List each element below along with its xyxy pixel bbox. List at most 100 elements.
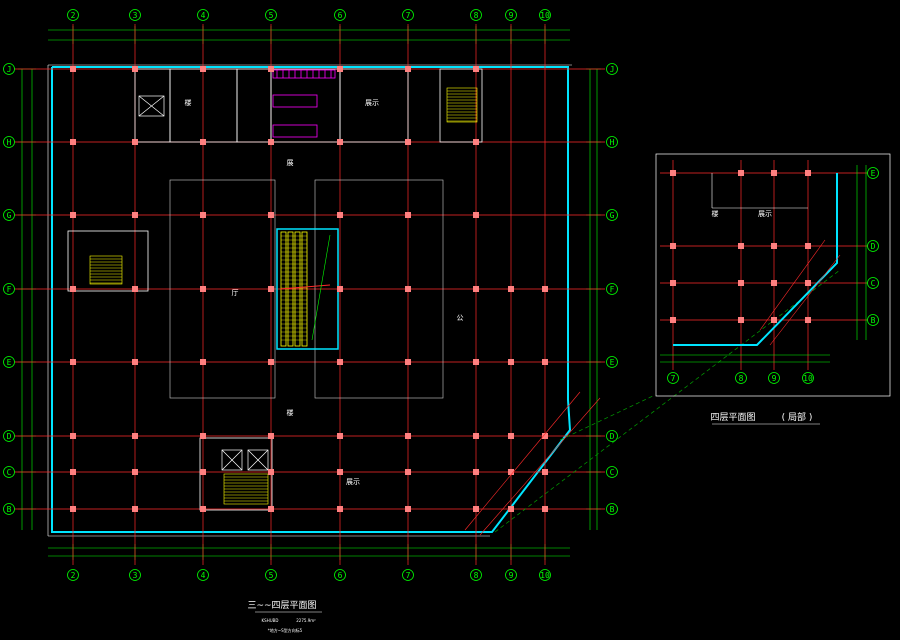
column <box>405 433 411 439</box>
detail-axis-bubble-9-label: 9 <box>772 374 777 383</box>
detail-axis-bubble-8 <box>735 372 747 384</box>
void-right <box>314 179 444 399</box>
column <box>542 433 548 439</box>
column <box>200 433 206 439</box>
column <box>132 286 138 292</box>
detail-dims <box>660 165 867 363</box>
axis-bubble-bottom-2-label: 2 <box>71 571 76 580</box>
column <box>508 433 514 439</box>
column <box>200 212 206 218</box>
detail-column <box>771 243 777 249</box>
detail-columns <box>670 170 811 323</box>
axis-bubble-bottom-3-label: 3 <box>133 571 138 580</box>
facade-outline <box>51 66 572 533</box>
axis-bubble-bottom-2 <box>67 569 79 581</box>
axis-bubble-right-E <box>606 356 618 368</box>
column <box>268 212 274 218</box>
building-perimeter <box>51 66 572 533</box>
axis-bubble-top-10 <box>539 9 551 21</box>
escalator-arrow <box>311 234 331 341</box>
axis-bubble-top-4-label: 4 <box>201 11 206 20</box>
axis-bubble-left-C <box>3 466 15 478</box>
axis-bubble-top-8-label: 8 <box>474 11 479 20</box>
column <box>508 359 514 365</box>
main-plan-note: *地方~S型方向标5 <box>268 627 303 633</box>
axis-bubble-right-F-label: F <box>610 285 615 294</box>
column <box>542 359 548 365</box>
axis-bubble-bottom-4-label: 4 <box>201 571 206 580</box>
stair-northeast <box>446 87 478 123</box>
column <box>132 66 138 72</box>
room <box>270 68 341 143</box>
axis-bubble-left-G-label: G <box>7 211 12 220</box>
column <box>132 359 138 365</box>
axis-bubble-top-10-label: 10 <box>540 11 550 20</box>
atrium-voids <box>169 179 444 399</box>
column <box>70 286 76 292</box>
column <box>268 433 274 439</box>
room-label: 公 <box>457 314 464 322</box>
toilet-block <box>272 94 318 108</box>
room <box>169 68 238 143</box>
column <box>200 469 206 475</box>
main-plan-subtitle-1: KSHUBD <box>262 618 279 623</box>
column <box>473 212 479 218</box>
detail-axis-bubble-row-E-label: E <box>871 169 876 178</box>
column <box>268 506 274 512</box>
detail-column <box>805 170 811 176</box>
axis-bubble-bottom-9 <box>505 569 517 581</box>
detail-axis-bubble-8-label: 8 <box>739 374 744 383</box>
column <box>132 139 138 145</box>
toilet-partitions <box>272 69 336 79</box>
escalator-run <box>287 231 294 347</box>
column <box>473 506 479 512</box>
toilets <box>272 69 336 138</box>
axis-bubble-left-F-label: F <box>7 285 12 294</box>
axis-bubble-right-E-label: E <box>610 358 615 367</box>
axis-bubble-right-D <box>606 430 618 442</box>
column <box>405 139 411 145</box>
detail-column <box>670 170 676 176</box>
axis-bubble-bottom-7-label: 7 <box>406 571 411 580</box>
axis-bubble-left-B <box>3 503 15 515</box>
detail-title-suffix: ( 局部 ) <box>782 411 813 423</box>
axis-bubble-right-G-label: G <box>610 211 615 220</box>
column <box>132 469 138 475</box>
detail-axis-bubble-7-label: 7 <box>671 374 676 383</box>
axis-bubble-top-5-label: 5 <box>269 11 274 20</box>
elevator-cross <box>138 95 165 117</box>
axis-bubble-top-2-label: 2 <box>71 11 76 20</box>
axis-bubble-top-3 <box>129 9 141 21</box>
elevator-core <box>138 95 269 471</box>
axis-bubble-top-8 <box>470 9 482 21</box>
detail-column <box>805 243 811 249</box>
axis-bubble-top-5 <box>265 9 277 21</box>
axis-bubble-bottom-4 <box>197 569 209 581</box>
axis-bubble-right-G <box>606 209 618 221</box>
axis-bubble-top-2 <box>67 9 79 21</box>
detail-axis-bubble-10 <box>802 372 814 384</box>
column <box>70 469 76 475</box>
escalator-run <box>301 231 308 347</box>
axis-bubble-right-H <box>606 136 618 148</box>
axis-bubble-right-H-label: H <box>610 138 615 147</box>
detail-column <box>738 170 744 176</box>
column <box>405 359 411 365</box>
axis-bubble-right-J-label: J <box>610 65 615 74</box>
column <box>70 359 76 365</box>
column <box>200 66 206 72</box>
axis-bubble-left-H-label: H <box>7 138 12 147</box>
axis-bubble-right-J <box>606 63 618 75</box>
column <box>268 469 274 475</box>
axis-bubble-bottom-9-label: 9 <box>509 571 514 580</box>
axis-bubble-bottom-6 <box>334 569 346 581</box>
detail-column <box>738 317 744 323</box>
detail-column <box>738 243 744 249</box>
column <box>473 139 479 145</box>
axis-bubble-top-6-label: 6 <box>338 11 343 20</box>
room-labels: 楼展示展厅公楼展示 <box>185 98 464 486</box>
toilet-block <box>272 124 318 138</box>
